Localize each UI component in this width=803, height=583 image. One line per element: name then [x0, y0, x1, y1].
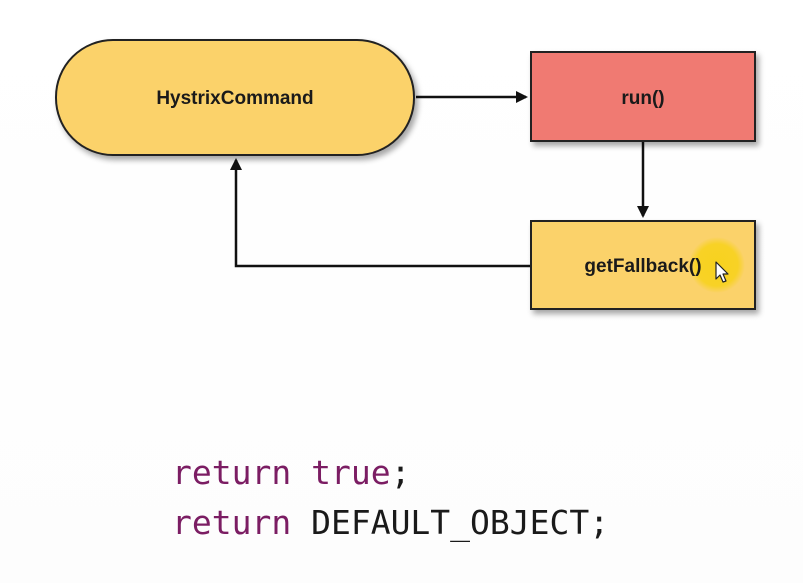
- hystrix-command-node: HystrixCommand: [55, 39, 415, 156]
- hystrix-command-label: HystrixCommand: [156, 88, 313, 109]
- code-keyword: return: [172, 503, 292, 542]
- hystrix-command-shape: [55, 39, 415, 156]
- run-label: run(): [621, 88, 664, 109]
- code-line-1: return true;: [172, 448, 609, 498]
- get-fallback-node: getFallback(): [530, 220, 756, 310]
- get-fallback-label: getFallback(): [584, 256, 701, 277]
- mouse-cursor-icon: [715, 261, 729, 283]
- arrow-fallback-to-command: [230, 158, 531, 268]
- code-keyword: return: [172, 453, 292, 492]
- code-line-2: return DEFAULT_OBJECT;: [172, 498, 609, 548]
- run-shape: [530, 51, 756, 142]
- code-value: true: [311, 453, 391, 492]
- code-value: DEFAULT_OBJECT: [311, 503, 590, 542]
- code-terminator: ;: [390, 453, 411, 492]
- run-node: run(): [530, 51, 756, 142]
- code-snippet: return true;return DEFAULT_OBJECT;: [172, 448, 609, 548]
- code-terminator: ;: [589, 503, 610, 542]
